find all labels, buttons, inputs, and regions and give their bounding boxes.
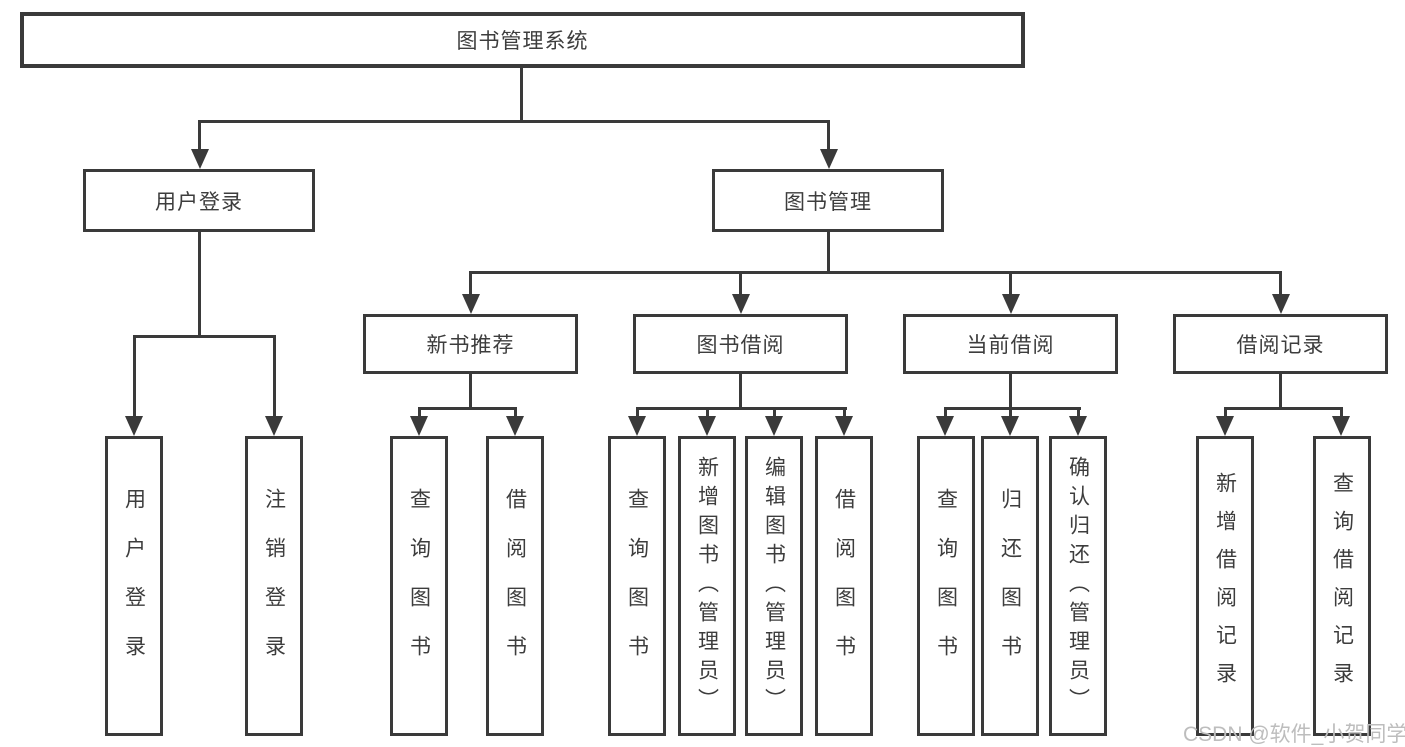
leaf-label: 新增图书（管理员）: [695, 455, 719, 717]
node-label: 用户登录: [155, 190, 243, 214]
leaf-label: 查询图书: [407, 488, 431, 684]
leaf-query-books-borrow: 查询图书: [608, 436, 666, 736]
node-label: 新书推荐: [426, 334, 515, 357]
connector-line: [636, 407, 847, 410]
arrow-down-icon: [462, 294, 480, 314]
arrow-down-icon: [698, 416, 716, 436]
node-book-management: 图书管理: [712, 169, 944, 232]
arrow-down-icon: [410, 416, 428, 436]
connector-line: [739, 373, 742, 410]
arrow-down-icon: [835, 416, 853, 436]
arrow-down-icon: [506, 416, 524, 436]
connector-line: [1224, 407, 1343, 410]
leaf-query-borrow-record: 查询借阅记录: [1313, 436, 1371, 736]
node-user-login: 用户登录: [83, 169, 315, 232]
arrow-down-icon: [820, 149, 838, 169]
connector-line: [469, 271, 1282, 274]
node-label: 图书借阅: [696, 334, 785, 357]
node-new-book-recommend: 新书推荐: [363, 314, 578, 374]
node-book-borrowing: 图书借阅: [633, 314, 848, 374]
leaf-query-books-recommend: 查询图书: [390, 436, 448, 736]
connector-line: [198, 120, 201, 152]
connector-line: [520, 67, 523, 123]
leaf-user-login: 用户登录: [105, 436, 163, 736]
leaf-borrow-books-recommend: 借阅图书: [486, 436, 544, 736]
leaf-label: 编辑图书（管理员）: [762, 455, 786, 717]
arrow-down-icon: [732, 294, 750, 314]
arrow-down-icon: [936, 416, 954, 436]
arrow-down-icon: [125, 416, 143, 436]
node-borrowing-records: 借阅记录: [1173, 314, 1388, 374]
node-library-management-system: 图书管理系统: [20, 12, 1025, 68]
arrow-down-icon: [191, 149, 209, 169]
connector-line: [843, 407, 846, 418]
arrow-down-icon: [1216, 416, 1234, 436]
node-label: 当前借阅: [966, 334, 1055, 357]
connector-line: [827, 120, 830, 152]
csdn-watermark: CSDN @软件_小贺同学: [1183, 723, 1405, 746]
leaf-label: 新增借阅记录: [1213, 472, 1237, 700]
arrow-down-icon: [1001, 416, 1019, 436]
connector-line: [773, 407, 776, 418]
connector-line: [1009, 407, 1012, 418]
arrow-down-icon: [1069, 416, 1087, 436]
leaf-add-borrow-record: 新增借阅记录: [1196, 436, 1254, 736]
connector-line: [133, 335, 276, 338]
leaf-label: 查询借阅记录: [1330, 472, 1354, 700]
leaf-label: 确认归还（管理员）: [1066, 455, 1090, 717]
connector-line: [1279, 373, 1282, 410]
leaf-label: 借阅图书: [832, 488, 856, 684]
connector-line: [469, 373, 472, 410]
connector-line: [1279, 271, 1282, 296]
arrow-down-icon: [1272, 294, 1290, 314]
node-label: 图书管理: [784, 190, 872, 214]
connector-line: [706, 407, 709, 418]
connector-line: [944, 407, 947, 418]
leaf-label: 查询图书: [934, 488, 958, 684]
leaf-add-book-admin: 新增图书（管理员）: [678, 436, 736, 736]
connector-line: [198, 120, 830, 123]
leaf-label: 借阅图书: [503, 488, 527, 684]
connector-line: [1224, 407, 1227, 418]
leaf-label: 注销登录: [262, 488, 286, 684]
arrow-down-icon: [765, 416, 783, 436]
connector-line: [1077, 407, 1080, 418]
leaf-borrow-books: 借阅图书: [815, 436, 873, 736]
arrow-down-icon: [1332, 416, 1350, 436]
node-label: 借阅记录: [1236, 334, 1325, 357]
connector-line: [514, 407, 517, 418]
connector-line: [1340, 407, 1343, 418]
connector-line: [1009, 373, 1012, 410]
leaf-label: 归还图书: [998, 488, 1022, 684]
connector-line: [827, 232, 830, 274]
connector-line: [198, 232, 201, 338]
connector-line: [418, 407, 517, 410]
connector-line: [1009, 271, 1012, 296]
arrow-down-icon: [265, 416, 283, 436]
leaf-logout-login: 注销登录: [245, 436, 303, 736]
leaf-return-books: 归还图书: [981, 436, 1039, 736]
leaf-label: 用户登录: [122, 488, 146, 684]
connector-line: [133, 335, 136, 418]
connector-line: [739, 271, 742, 296]
leaf-confirm-return-admin: 确认归还（管理员）: [1049, 436, 1107, 736]
connector-line: [944, 407, 1081, 410]
connector-line: [636, 407, 639, 418]
leaf-label: 查询图书: [625, 488, 649, 684]
leaf-edit-book-admin: 编辑图书（管理员）: [745, 436, 803, 736]
connector-line: [273, 335, 276, 418]
node-label: 图书管理系统: [456, 30, 589, 53]
arrow-down-icon: [1002, 294, 1020, 314]
connector-line: [469, 271, 472, 296]
connector-line: [418, 407, 421, 418]
arrow-down-icon: [628, 416, 646, 436]
node-current-borrowing: 当前借阅: [903, 314, 1118, 374]
leaf-query-books-current: 查询图书: [917, 436, 975, 736]
